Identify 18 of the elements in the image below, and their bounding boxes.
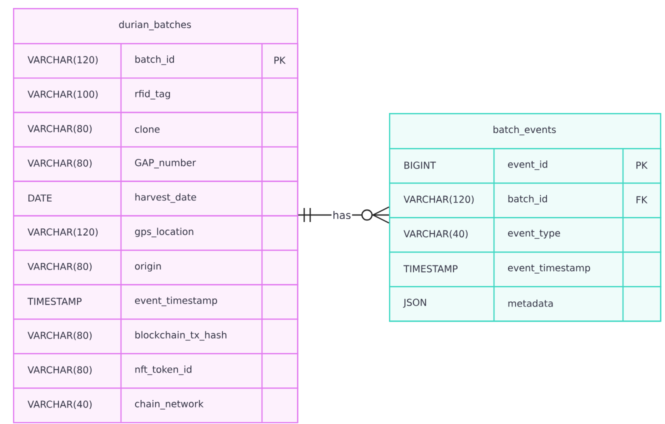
table-row: TIMESTAMP event_timestamp [13, 284, 298, 320]
table-row: JSON metadata [389, 286, 662, 322]
table-row: VARCHAR(120) batch_id FK [389, 182, 662, 218]
table-row: DATE harvest_date [13, 180, 298, 216]
table-row: VARCHAR(80) origin [13, 250, 298, 286]
table-row: VARCHAR(40) event_type [389, 217, 662, 253]
table-row: VARCHAR(100) rfid_tag [13, 77, 298, 114]
edge-label: has [332, 210, 352, 220]
table-row: VARCHAR(120) batch_id PK [13, 43, 298, 79]
table-row: BIGINT event_id PK [389, 148, 662, 184]
table-row: VARCHAR(40) chain_network [13, 388, 298, 424]
table-row: VARCHAR(80) blockchain_tx_hash [13, 318, 298, 354]
table-row: VARCHAR(80) clone [13, 112, 298, 148]
table-row: TIMESTAMP event_timestamp [389, 252, 662, 288]
table-row: VARCHAR(80) GAP_number [13, 146, 298, 182]
relationship-line [298, 206, 390, 224]
table-row: VARCHAR(120) gps_location [13, 215, 298, 251]
table-row: VARCHAR(80) nft_token_id [13, 353, 298, 389]
